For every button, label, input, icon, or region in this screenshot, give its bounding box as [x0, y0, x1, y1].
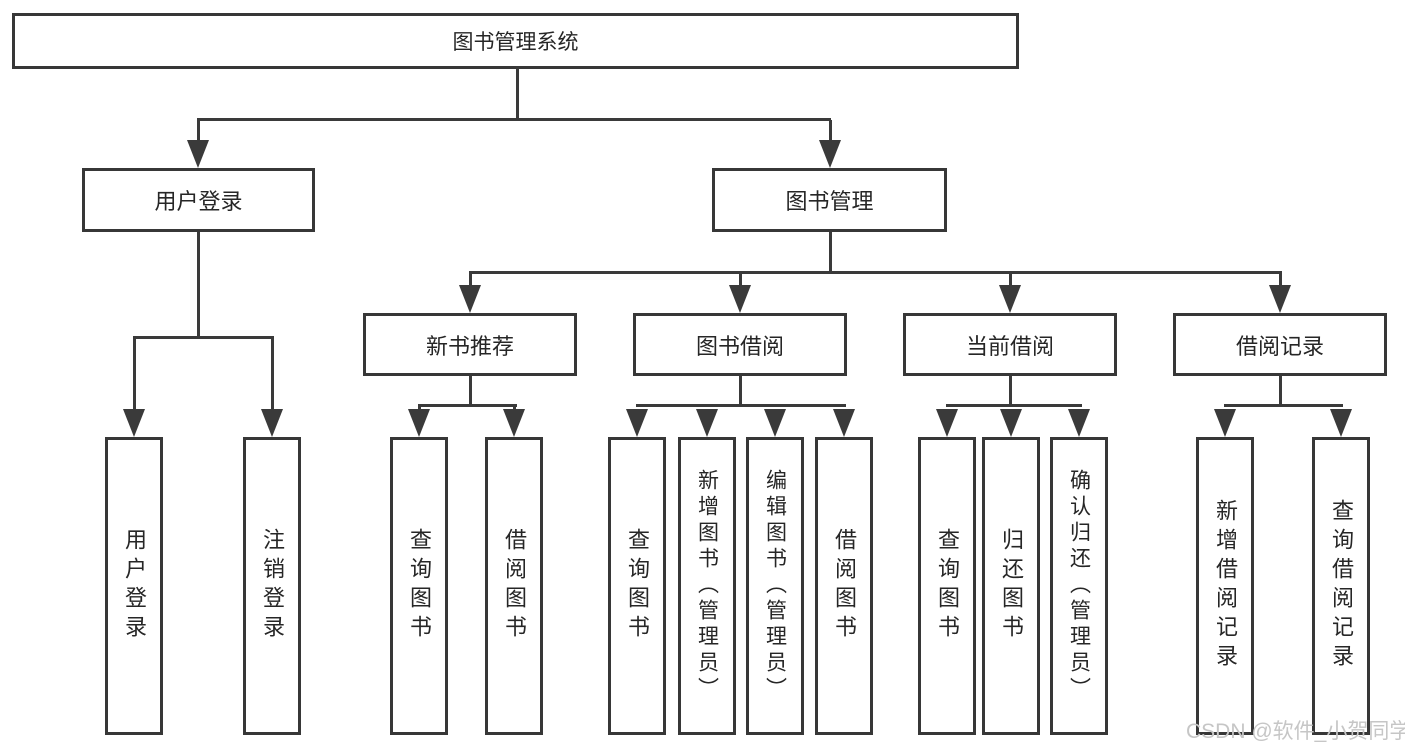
node-borrowing-records: 借阅记录	[1173, 313, 1387, 376]
leaf-add-books-admin-label: 新增图书（管理员）	[695, 469, 719, 703]
connector-stem-user-login	[197, 120, 200, 142]
node-borrowing-records-label: 借阅记录	[1235, 333, 1324, 359]
connector-bookmgmt-rail	[469, 271, 1282, 274]
node-root: 图书管理系统	[12, 13, 1019, 69]
leaf-add-borrow-record: 新增借阅记录	[1196, 437, 1254, 735]
leaf-confirm-return-admin: 确认归还（管理员）	[1050, 437, 1108, 735]
connector-borrowing-stub	[739, 376, 742, 406]
leaf-borrow-books-recommend: 借阅图书	[485, 437, 543, 735]
leaf-query-books-recommend-label: 查询图书	[407, 528, 432, 644]
node-new-book-recommend-label: 新书推荐	[425, 333, 514, 359]
arrowhead-leaf12	[1214, 409, 1236, 437]
leaf-borrow-books: 借阅图书	[815, 437, 873, 735]
connector-stem-book-management	[829, 120, 832, 142]
arrowhead-leaf9	[936, 409, 958, 437]
connector-borrowing-rail	[636, 404, 846, 407]
connector-userlogin-rail	[133, 336, 274, 339]
arrowhead-book-management	[819, 140, 841, 168]
connector-records-stub	[1279, 376, 1282, 406]
arrowhead-records	[1269, 285, 1291, 313]
node-new-book-recommend: 新书推荐	[363, 313, 577, 376]
leaf-borrow-books-recommend-label: 借阅图书	[502, 528, 527, 644]
arrowhead-leaf11	[1068, 409, 1090, 437]
connector-userlogin-stub	[197, 232, 200, 338]
node-current-borrowing-label: 当前借阅	[965, 333, 1054, 359]
arrowhead-leaf10	[1000, 409, 1022, 437]
arrowhead-leaf6	[696, 409, 718, 437]
leaf-edit-books-admin: 编辑图书（管理员）	[746, 437, 804, 735]
connector-current-rail	[946, 404, 1082, 407]
arrowhead-current	[999, 285, 1021, 313]
node-user-login: 用户登录	[82, 168, 315, 232]
connector-stem-current	[1009, 273, 1012, 287]
leaf-user-login: 用户登录	[105, 437, 163, 735]
leaf-add-books-admin: 新增图书（管理员）	[678, 437, 736, 735]
leaf-borrow-books-label: 借阅图书	[832, 528, 857, 644]
connector-current-stub	[1009, 376, 1012, 406]
arrowhead-recommend	[459, 285, 481, 313]
connector-root-rail	[197, 118, 831, 121]
arrowhead-leaf13	[1330, 409, 1352, 437]
connector-bookmgmt-stub	[829, 232, 832, 273]
leaf-query-borrow-record: 查询借阅记录	[1312, 437, 1370, 735]
node-book-management-label: 图书管理	[785, 189, 874, 214]
arrowhead-leaf3	[408, 409, 430, 437]
connector-stem-login-leaf	[133, 338, 136, 411]
arrowhead-leaf7	[764, 409, 786, 437]
arrowhead-leaf5	[626, 409, 648, 437]
leaf-logout-label: 注销登录	[260, 528, 285, 644]
leaf-add-borrow-record-label: 新增借阅记录	[1213, 499, 1238, 673]
leaf-logout: 注销登录	[243, 437, 301, 735]
arrowhead-user-login	[187, 140, 209, 168]
node-book-borrowing: 图书借阅	[633, 313, 847, 376]
arrowhead-borrowing	[729, 285, 751, 313]
leaf-return-books-label: 归还图书	[999, 528, 1024, 644]
arrowhead-leaf4	[503, 409, 525, 437]
leaf-query-books-recommend: 查询图书	[390, 437, 448, 735]
arrowhead-leaf8	[833, 409, 855, 437]
connector-stem-logout-leaf	[271, 338, 274, 411]
connector-stem-records	[1279, 273, 1282, 287]
leaf-user-login-label: 用户登录	[122, 528, 147, 644]
leaf-query-books-borrow: 查询图书	[608, 437, 666, 735]
leaf-confirm-return-admin-label: 确认归还（管理员）	[1067, 469, 1091, 703]
leaf-edit-books-admin-label: 编辑图书（管理员）	[763, 469, 787, 703]
connector-records-rail	[1224, 404, 1343, 407]
leaf-query-books-current-label: 查询图书	[935, 528, 960, 644]
csdn-watermark: CSDN @软件_小贺同学	[1186, 720, 1405, 743]
connector-stem-recommend	[469, 273, 472, 287]
arrowhead-login-leaf	[123, 409, 145, 437]
node-current-borrowing: 当前借阅	[903, 313, 1117, 376]
leaf-query-borrow-record-label: 查询借阅记录	[1329, 499, 1354, 673]
arrowhead-logout-leaf	[261, 409, 283, 437]
node-book-management: 图书管理	[712, 168, 947, 232]
leaf-query-books-current: 查询图书	[918, 437, 976, 735]
leaf-return-books: 归还图书	[982, 437, 1040, 735]
node-user-login-label: 用户登录	[154, 189, 243, 214]
connector-root-stub	[516, 66, 519, 120]
connector-stem-borrowing	[739, 273, 742, 287]
connector-recommend-rail	[418, 404, 517, 407]
node-root-label: 图书管理系统	[452, 31, 579, 54]
leaf-query-books-borrow-label: 查询图书	[625, 528, 650, 644]
connector-recommend-stub	[469, 376, 472, 406]
node-book-borrowing-label: 图书借阅	[695, 333, 784, 359]
